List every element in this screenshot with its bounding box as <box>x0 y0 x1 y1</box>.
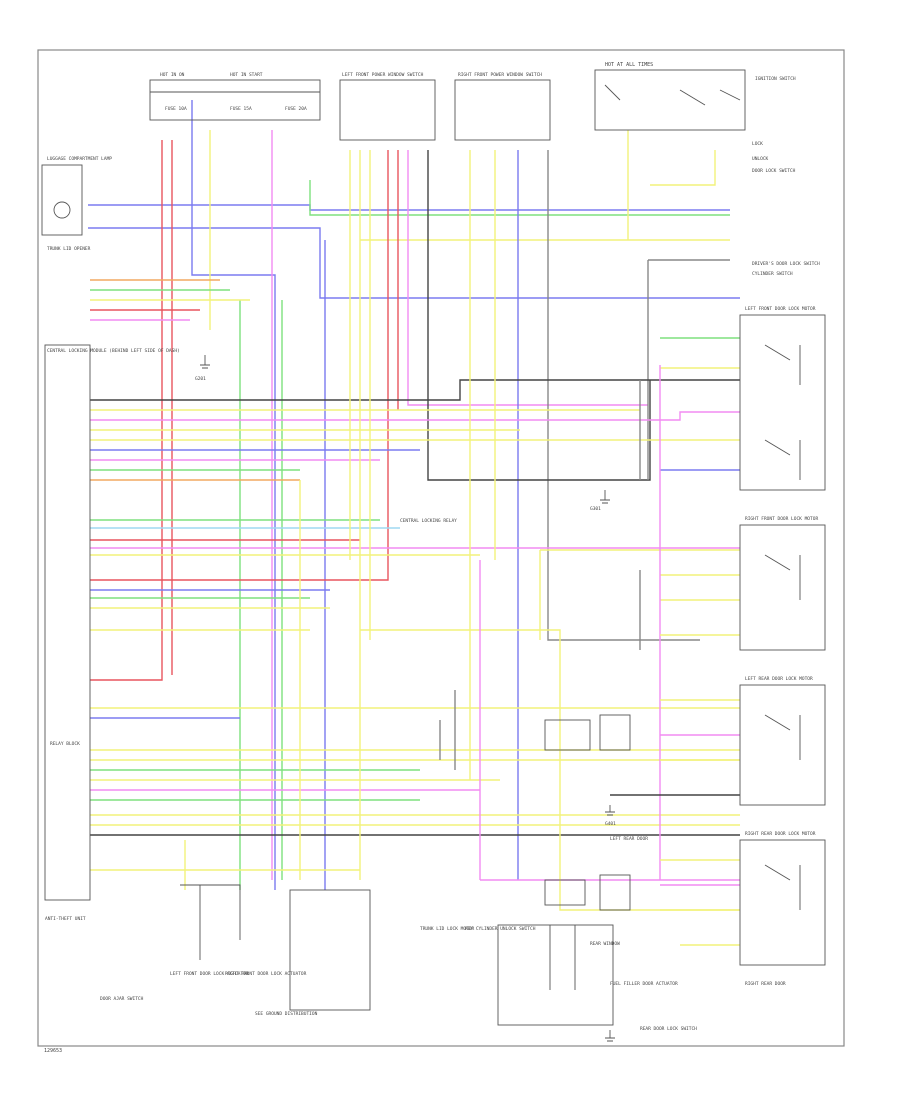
label-anti-theft: ANTI-THEFT UNIT <box>45 916 86 922</box>
diagram-border <box>37 49 845 1047</box>
ignition-switch-box <box>594 69 746 131</box>
label-unlock: UNLOCK <box>752 156 769 162</box>
relay-block-4 <box>599 874 631 911</box>
label-luggage-compartment-lamp: LUGGAGE COMPARTMENT LAMP <box>47 156 112 162</box>
ground-symbol-2 <box>600 490 610 504</box>
label-left-rear-door-lock: LEFT REAR DOOR LOCK MOTOR <box>745 676 813 682</box>
relay-block-2 <box>599 714 631 751</box>
label-sw-b: DOOR AJAR SWITCH <box>100 996 144 1002</box>
wire-grey-vert-1 <box>547 150 700 641</box>
label-hot-in-on: HOT IN ON <box>160 72 185 78</box>
label-right-front-door-lock-actuator: RIGHT FRONT DOOR LOCK ACTUATOR <box>225 971 307 977</box>
relay-block-3 <box>544 879 586 906</box>
label-rear-window: REAR WINDOW <box>590 941 620 947</box>
label-gnd-a: G201 <box>195 376 206 382</box>
label-right-rear-door: RIGHT REAR DOOR <box>745 981 786 987</box>
label-right-rear-door-lock: RIGHT REAR DOOR LOCK MOTOR <box>745 831 816 837</box>
label-door-lock-switch: DOOR LOCK SWITCH <box>752 168 796 174</box>
label-fuse-c: FUSE 20A <box>285 106 307 112</box>
left-front-door-lock-box <box>739 314 826 491</box>
label-fuse-b: FUSE 15A <box>230 106 252 112</box>
relay-block-1 <box>544 719 591 751</box>
label-rear-lock-sw: REAR DOOR LOCK SWITCH <box>640 1026 697 1032</box>
label-trunk-lid-opener: TRUNK LID OPENER <box>47 246 91 252</box>
ground-symbol-3 <box>605 805 615 816</box>
wire-h-01 <box>90 379 740 401</box>
wire-black-vert-1 <box>427 150 651 481</box>
right-front-door-lock-box <box>739 524 826 651</box>
ground-bus <box>289 889 371 1011</box>
fuse-box <box>149 79 321 121</box>
label-central-locking-relay: CENTRAL LOCKING RELAY <box>400 518 457 524</box>
wires-group <box>88 100 740 946</box>
label-sw-c: SEE GROUND DISTRIBUTION <box>255 1011 318 1017</box>
components-group <box>41 69 826 1042</box>
label-left-front-door-lock: LEFT FRONT DOOR LOCK MOTOR <box>745 306 816 312</box>
label-hot-in-start: HOT IN START <box>230 72 263 78</box>
label-key-cylinder-unlock: KEY CYLINDER UNLOCK SWITCH <box>465 926 536 932</box>
wire-blue-top <box>88 204 730 211</box>
label-right-front-window-switch: RIGHT FRONT POWER WINDOW SWITCH <box>458 72 542 78</box>
wire-red-vert-3 <box>90 150 389 581</box>
labels-group: HOT AT ALL TIMES HOT IN ON HOT IN START … <box>44 62 820 1054</box>
label-left-front-window-switch: LEFT FRONT POWER WINDOW SWITCH <box>342 72 424 78</box>
label-left-front-door-lock-actuator: LEFT FRONT DOOR LOCK ACTUATOR <box>170 971 249 977</box>
wire-yellow-vert-3 <box>650 150 716 186</box>
label-relay-block: RELAY BLOCK <box>50 741 80 747</box>
wire-h-03 <box>90 411 740 421</box>
label-ignition-switch: IGNITION SWITCH <box>755 76 796 82</box>
wire-blue-top-2 <box>88 227 740 299</box>
central-locking-module-box <box>44 344 91 901</box>
label-central-locking-module: CENTRAL LOCKING MODULE (BEHIND LEFT SIDE… <box>47 348 180 354</box>
wire-pink-vert-2 <box>407 150 648 406</box>
ground-symbol-1 <box>200 355 210 369</box>
ground-symbol-4 <box>605 1030 615 1042</box>
label-left-rear-door: LEFT REAR DOOR <box>610 836 648 842</box>
left-rear-door-lock-box <box>739 684 826 806</box>
label-cylinder-switch: CYLINDER SWITCH <box>752 271 793 277</box>
label-gnd-b: G301 <box>590 506 601 512</box>
label-fuel-filler-door: FUEL FILLER DOOR ACTUATOR <box>610 981 678 987</box>
label-gnd-c: G401 <box>605 821 616 827</box>
label-lock: LOCK <box>752 141 763 147</box>
trunk-lid-lock-box <box>497 924 614 1026</box>
label-footer-id: 129653 <box>44 1048 62 1054</box>
right-front-window-switch-box <box>454 79 551 141</box>
label-driver-door-lock-switch: DRIVER'S DOOR LOCK SWITCH <box>752 261 820 267</box>
wire-blue-vert-1 <box>191 100 276 890</box>
wire-r-18 <box>360 629 740 911</box>
luggage-lamp-box <box>41 164 83 236</box>
label-right-front-door-lock: RIGHT FRONT DOOR LOCK MOTOR <box>745 516 818 522</box>
right-rear-door-lock-box <box>739 839 826 966</box>
label-fuse-a: FUSE 10A <box>165 106 187 112</box>
label-hot-at-all-times: HOT AT ALL TIMES <box>605 62 653 68</box>
label-trunk-lid-lock: TRUNK LID LOCK MOTOR <box>420 926 474 932</box>
left-front-window-switch-box <box>339 79 436 141</box>
wire-green-top <box>309 180 730 216</box>
